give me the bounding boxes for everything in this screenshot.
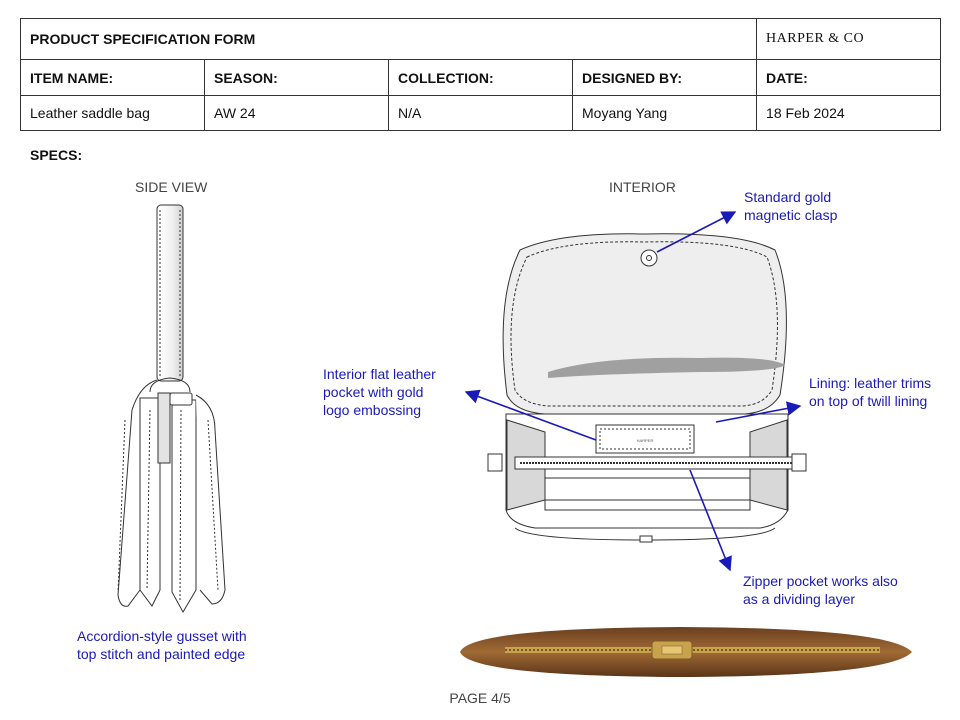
interior-view-drawing [487, 233, 807, 543]
side-view-drawing [117, 204, 226, 614]
value-season: AW 24 [204, 95, 389, 131]
arrow-lining [715, 401, 802, 423]
note-gusset: Accordion-style gusset with top stitch a… [77, 628, 247, 662]
note-lining: Lining: leather trims on top of twill li… [809, 375, 932, 409]
header-designed-by: DESIGNED BY: [571, 59, 758, 96]
header-season: SEASON: [204, 59, 389, 96]
note-pocket: Interior flat leather pocket with gold l… [323, 366, 436, 418]
arrow-pocket [464, 389, 597, 441]
note-zipper: Zipper pocket works also as a dividing l… [743, 573, 898, 607]
pocket-logo-text: HARPER [637, 438, 654, 443]
page-number: PAGE 4/5 [449, 690, 511, 706]
value-collection: N/A [388, 95, 573, 131]
value-designed-by: Moyang Yang [571, 95, 758, 131]
value-item-name: Leather saddle bag [20, 95, 205, 131]
interior-view-label: INTERIOR [609, 179, 676, 195]
note-clasp: Standard gold magnetic clasp [744, 189, 838, 223]
brand-name: HARPER & CO [756, 18, 942, 60]
arrow-zipper [689, 469, 732, 572]
header-date: DATE: [756, 59, 942, 96]
zipper-photo [460, 627, 912, 677]
annotation-arrows [464, 211, 802, 572]
specs-label: SPECS: [30, 147, 83, 163]
value-date: 18 Feb 2024 [756, 95, 942, 131]
spec-form-table: PRODUCT SPECIFICATION FORM HARPER & CO I… [19, 18, 942, 131]
side-view-label: SIDE VIEW [135, 179, 208, 195]
arrow-clasp [656, 211, 737, 253]
form-title: PRODUCT SPECIFICATION FORM [19, 18, 758, 60]
